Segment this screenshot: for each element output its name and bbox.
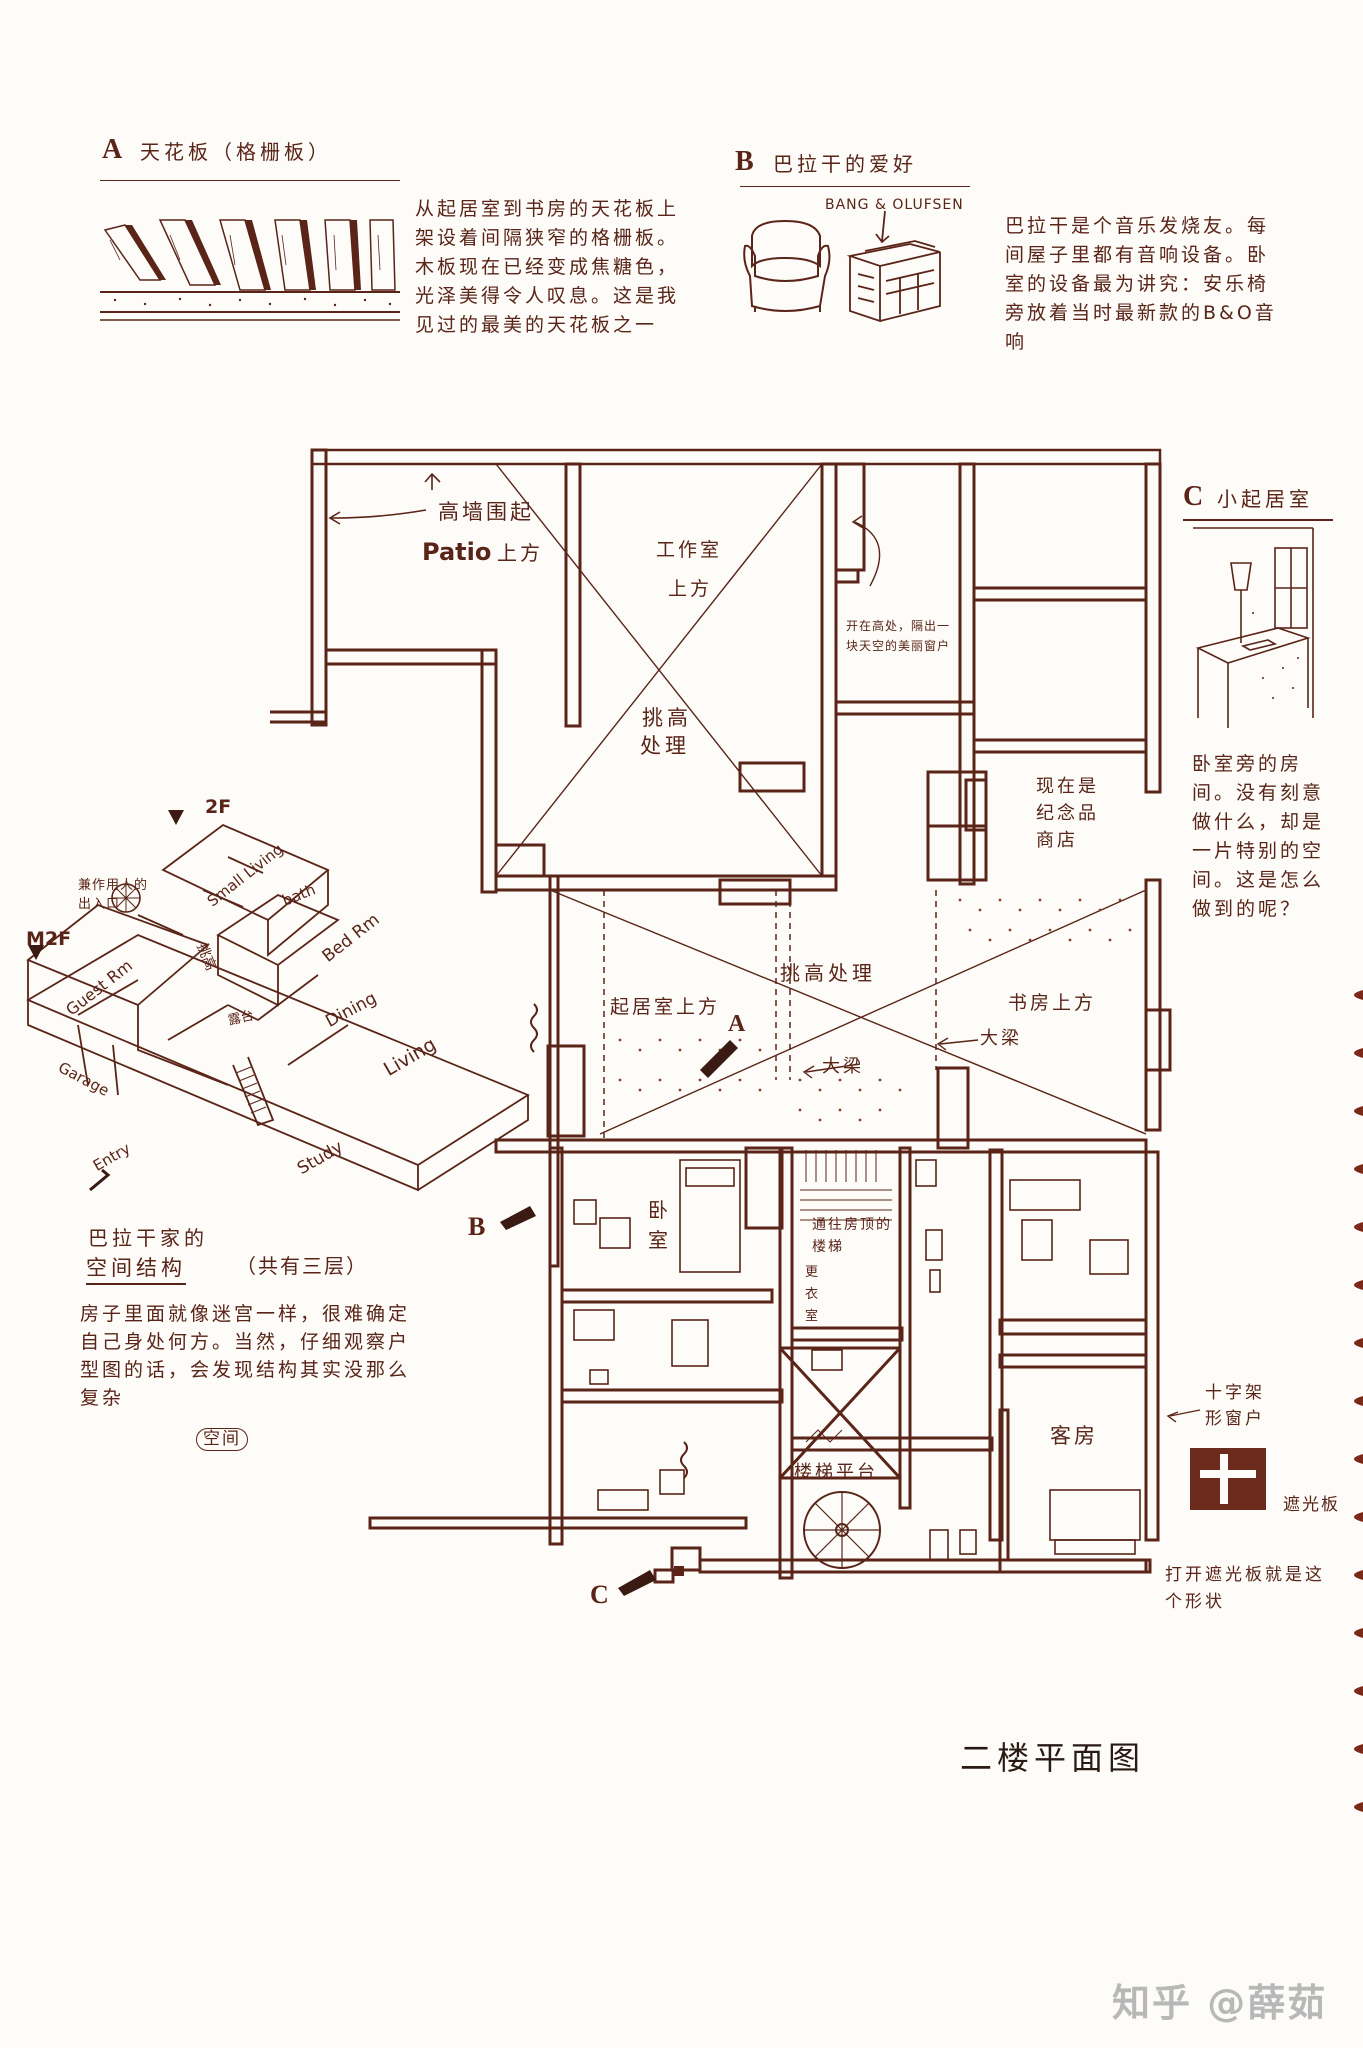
- structure-note: 房子里面就像迷宫一样，很难确定自己身处何方。当然，仔细观察户型图的话，会发现结构…: [80, 1303, 411, 1409]
- high-wall-label: 高墙围起: [438, 500, 534, 524]
- stairs-to-roof-label: 通往房顶的楼梯: [812, 1217, 892, 1255]
- beam-label-1: 大梁: [822, 1056, 864, 1077]
- studio-above-label-1: 工作室: [656, 539, 723, 561]
- marker-a: A: [728, 1011, 746, 1037]
- living-above-label: 起居室上方: [610, 996, 721, 1018]
- double-height-label-1: 挑高: [642, 706, 692, 730]
- double-height-label-2: 处理: [640, 734, 690, 758]
- iso-label-m2f: M2F: [26, 928, 72, 950]
- plan-title: 二楼平面图: [960, 1739, 1146, 1777]
- small-living-room-sketch: [1183, 519, 1333, 728]
- closet-label: 更衣室: [805, 1265, 822, 1324]
- gift-shop-label: 现在是纪念品商店: [1036, 776, 1099, 851]
- landing-label: 楼梯平台: [794, 1462, 878, 1483]
- iso-entrance-note: 兼作用人的出入口: [78, 878, 149, 912]
- beam-label-2: 大梁: [980, 1028, 1022, 1049]
- iso-label-2f: 2F: [205, 796, 232, 818]
- patio-label: Patio: [422, 538, 492, 566]
- cross-window-sketch: [1166, 1409, 1266, 1510]
- section-a-title: 天花板（格栅板）: [140, 140, 332, 164]
- shade-label: 遮光板: [1283, 1495, 1340, 1515]
- isometric-floor-diagram: [26, 810, 530, 1192]
- high-window-note: 开在高处，隔出一块天空的美丽窗户: [846, 619, 951, 653]
- section-c-letter: C: [1183, 481, 1204, 512]
- studio-above-label-2: 上方: [668, 578, 713, 600]
- armchair-and-speaker-sketch: [740, 186, 970, 323]
- bedroom-label: 卧室: [648, 1198, 671, 1252]
- section-c-note: 卧室旁的房间。没有刻意做什么，却是一片特别的空间。这是怎么做到的呢？: [1192, 753, 1325, 920]
- section-b-title: 巴拉干的爱好: [773, 152, 917, 176]
- ceiling-louver-sketch: [100, 180, 400, 321]
- section-b-letter: B: [735, 146, 754, 177]
- marker-b: B: [468, 1212, 486, 1241]
- guest-room-label: 客房: [1050, 1424, 1098, 1448]
- structure-title-line2: 空间结构: [86, 1258, 186, 1285]
- study-above-label: 书房上方: [1008, 992, 1097, 1014]
- section-b-note: 巴拉干是个音乐发烧友。每间屋子里都有音响设备。卧室的设备最为讲究：安乐椅旁放着当…: [1005, 215, 1277, 353]
- watermark: 知乎 @薛茹: [1112, 1981, 1328, 2025]
- structure-circled-word: 空间: [196, 1428, 248, 1451]
- cross-window-label: 十字架形窗户: [1205, 1383, 1265, 1429]
- section-a-letter: A: [102, 134, 123, 165]
- cross-window-note: 打开遮光板就是这个形状: [1165, 1565, 1325, 1612]
- section-a-note: 从起居室到书房的天花板上架设着间隔狭窄的格栅板。木板现在已经变成焦糖色，光泽美得…: [415, 198, 680, 336]
- marker-c: C: [590, 1580, 609, 1609]
- patio-above-label: 上方: [497, 541, 543, 565]
- double-height-main-label: 挑高处理: [780, 961, 876, 985]
- section-c-title: 小起居室: [1217, 487, 1313, 511]
- structure-title-line1: 巴拉干家的: [88, 1226, 208, 1250]
- structure-aside: （共有三层）: [236, 1254, 368, 1278]
- notebook-binding: [1354, 990, 1363, 1812]
- brand-label: BANG & OLUFSEN: [825, 197, 964, 213]
